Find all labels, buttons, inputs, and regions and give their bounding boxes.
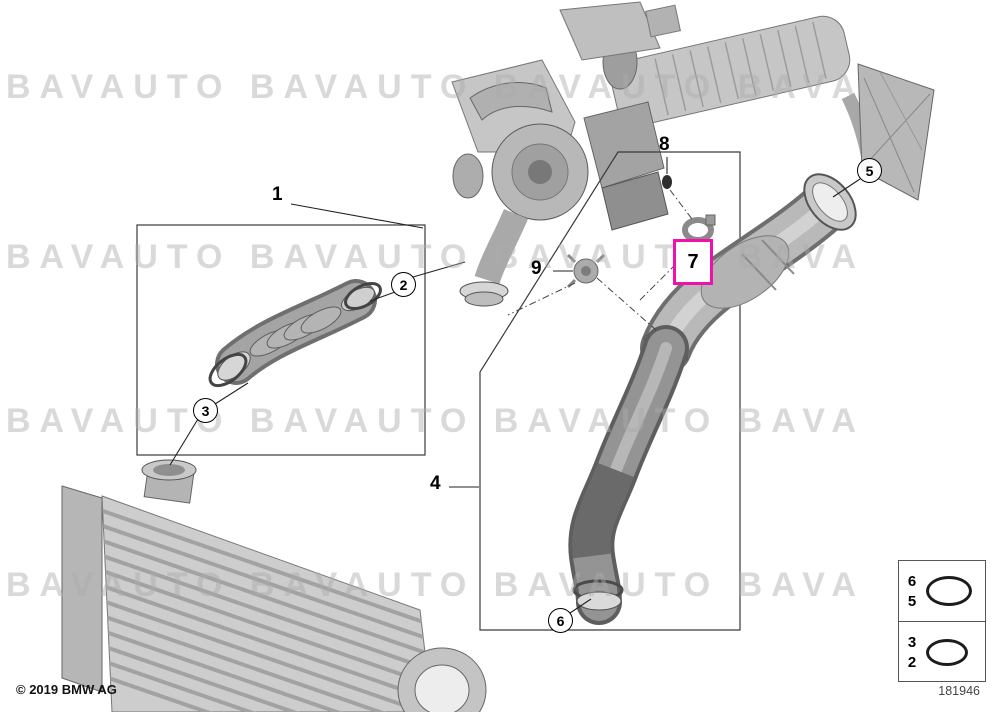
- legend-cell-lower[interactable]: 3 2: [899, 621, 985, 682]
- o-ring-icon: [926, 638, 968, 666]
- retainer-pin: [662, 175, 672, 189]
- leader-lines: [169, 157, 861, 614]
- callout-boxes: [136, 151, 741, 631]
- legend-label: 3: [907, 633, 917, 651]
- turbocharger: [451, 59, 669, 307]
- o-ring-icon: [926, 576, 972, 606]
- callout-3[interactable]: 3: [193, 398, 218, 423]
- callout-1[interactable]: 1: [272, 184, 283, 205]
- boost-hose-assembly: [208, 279, 382, 388]
- copyright-text: © 2019 BMW AG: [16, 682, 117, 697]
- callout-6[interactable]: 6: [548, 608, 573, 633]
- legend-label: 5: [907, 592, 917, 610]
- callout-8[interactable]: 8: [659, 134, 670, 155]
- callout-7-highlighted[interactable]: 7: [673, 239, 713, 285]
- callout-4[interactable]: 4: [430, 473, 441, 494]
- intercooler: [61, 459, 487, 712]
- legend-box: 6 5 3 2: [898, 560, 986, 682]
- charge-air-hose: [568, 325, 689, 625]
- hose-clamp: [682, 214, 716, 243]
- callout-5[interactable]: 5: [857, 158, 882, 183]
- callout-2[interactable]: 2: [391, 272, 416, 297]
- legend-label: 2: [907, 653, 917, 671]
- legend-cell-upper[interactable]: 6 5: [899, 561, 985, 621]
- callout-9[interactable]: 9: [531, 258, 542, 279]
- legend-label: 6: [907, 572, 917, 590]
- grommet: [566, 253, 606, 289]
- charge-air-pipe: [640, 173, 857, 374]
- diagram-number: 181946: [938, 684, 980, 698]
